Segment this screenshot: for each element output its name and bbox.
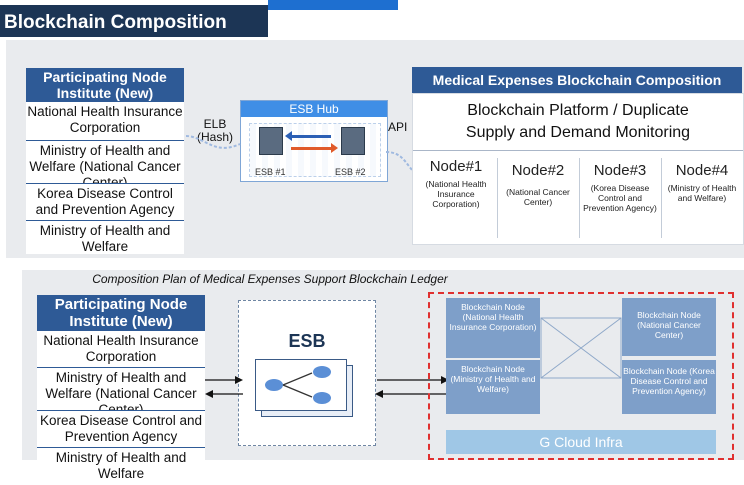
header-accent — [268, 0, 398, 10]
node-3: Node#3 (Korea Disease Control and Preven… — [581, 162, 659, 213]
chain-node-3: Blockchain Node (Ministry of Health and … — [446, 360, 540, 414]
node-links — [540, 317, 622, 379]
top-participating-list: National Health Insurance Corporation Mi… — [26, 102, 184, 254]
server-icon — [259, 127, 283, 155]
bottom-participating-list: National Health Insurance Corporation Mi… — [37, 331, 205, 481]
arrow-left-icon — [289, 135, 331, 138]
title-bar: Blockchain Composition — [0, 5, 268, 37]
g-cloud-infra: G Cloud Infra — [446, 430, 716, 454]
header: Blockchain Composition — [0, 0, 744, 38]
esb-hub-title: ESB Hub — [241, 101, 387, 117]
bottom-participant-2: Ministry of Health and Welfare (National… — [45, 370, 197, 410]
node-4-sub: (Ministry of Health and Welfare) — [667, 183, 737, 203]
node-2-name: Node#2 — [511, 162, 565, 179]
arrow-right-head — [331, 143, 338, 153]
arrow-left-head — [285, 131, 292, 141]
node-1-sub: (National Health Insurance Corporation) — [425, 179, 487, 209]
blockchain-platform-label: Blockchain Platform / Duplicate Supply a… — [465, 102, 691, 141]
top-participant-2: Ministry of Health and Welfare (National… — [29, 143, 181, 183]
medical-title: Medical Expenses Blockchain Composition — [412, 67, 742, 93]
node-2: Node#2 (National Cancer Center) — [499, 162, 577, 207]
esb2-label: ESB #2 — [335, 167, 366, 177]
node-1-name: Node#1 — [429, 158, 483, 175]
node-4-name: Node#4 — [675, 162, 729, 179]
top-participant-1: National Health Insurance Corporation — [27, 104, 183, 135]
top-connectors — [185, 135, 419, 177]
server-icon — [341, 127, 365, 155]
chain-node-2: Blockchain Node (National Cancer Center) — [622, 298, 716, 356]
chain-node-1: Blockchain Node (National Health Insuran… — [446, 298, 540, 358]
node-1: Node#1 (National Health Insurance Corpor… — [417, 158, 495, 209]
node-2-sub: (National Cancer Center) — [506, 187, 570, 207]
bottom-esb-label: ESB — [288, 331, 326, 351]
chain-node-4: Blockchain Node (Korea Disease Control a… — [622, 360, 716, 414]
esb1-label: ESB #1 — [255, 167, 286, 177]
bottom-participating-title: Participating Node Institute (New) — [37, 295, 205, 331]
bottom-participant-3: Korea Disease Control and Prevention Age… — [39, 413, 203, 444]
medical-box: Blockchain Platform / Duplicate Supply a… — [412, 93, 744, 245]
bottom-arrows — [205, 376, 449, 398]
blockchain-region — [428, 292, 734, 460]
bottom-caption: Composition Plan of Medical Expenses Sup… — [92, 272, 448, 286]
top-participant-3: Korea Disease Control and Prevention Age… — [35, 186, 175, 217]
page-title: Blockchain Composition — [4, 12, 227, 33]
top-participating-title: Participating Node Institute (New) — [26, 68, 184, 102]
elb-label: ELB (Hash) — [196, 117, 233, 144]
bottom-participant-1: National Health Insurance Corporation — [43, 333, 199, 364]
top-participant-4: Ministry of Health and Welfare — [39, 223, 171, 254]
node-3-sub: (Korea Disease Control and Prevention Ag… — [583, 183, 657, 213]
node-4: Node#4 (Ministry of Health and Welfare) — [663, 162, 741, 203]
node-3-name: Node#3 — [593, 162, 647, 179]
bottom-participant-4: Ministry of Health and Welfare — [55, 450, 187, 481]
esb-flow-icon — [255, 359, 347, 411]
arrow-right-icon — [291, 147, 333, 150]
esb-hub: ESB Hub ESB #1 ESB #2 — [240, 100, 388, 182]
api-label: API — [388, 120, 408, 134]
bottom-esb-box: ESB — [238, 300, 376, 446]
